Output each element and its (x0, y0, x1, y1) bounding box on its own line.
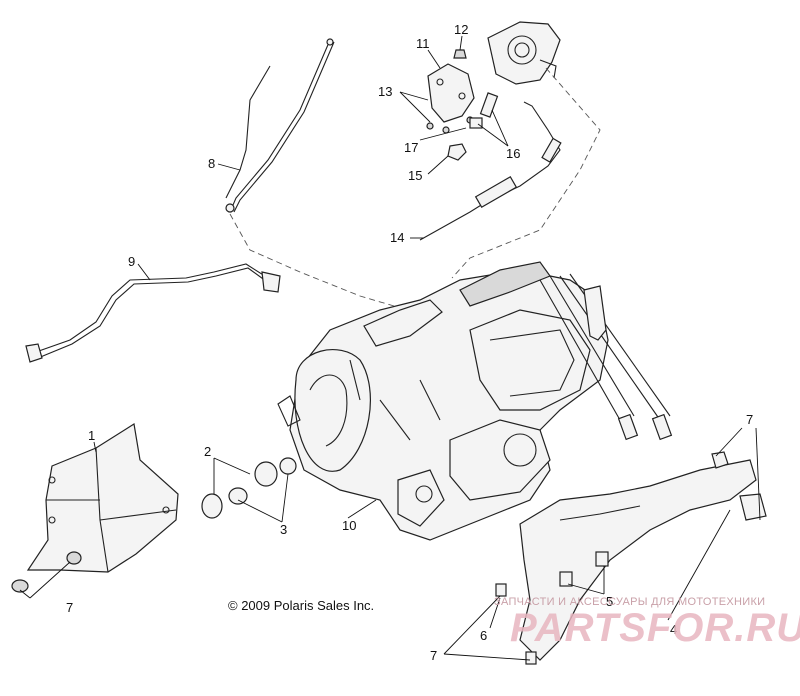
watermark-tagline: ЗАПЧАСТИ И АКСЕССУАРЫ ДЛЯ МОТОТЕХНИКИ (494, 596, 766, 608)
callout-3: 3 (280, 522, 287, 537)
callout-4: 4 (670, 622, 677, 637)
callout-11: 11 (416, 36, 430, 51)
callout-17: 17 (404, 140, 418, 155)
callout-7-bottom: 7 (430, 648, 437, 663)
callout-16: 16 (506, 146, 520, 161)
clip-12 (453, 49, 467, 59)
rubber-mounts-7-left (11, 551, 82, 593)
routing-line-top (451, 67, 601, 279)
callout-5: 5 (606, 594, 613, 609)
callout-7-left: 7 (66, 600, 73, 615)
bolts-5 (559, 551, 609, 587)
copyright-notice: © 2009 Polaris Sales Inc. (228, 598, 375, 613)
throttle-body (487, 21, 561, 85)
hose-9 (25, 263, 281, 363)
callout-8: 8 (208, 156, 215, 171)
callout-14: 14 (390, 230, 404, 245)
bolt-6 (495, 583, 507, 597)
callout-9: 9 (128, 254, 135, 269)
callout-7-right: 7 (746, 412, 753, 427)
callout-10: 10 (342, 518, 356, 533)
mount-bracket-1 (26, 423, 179, 573)
mount-bracket-11 (426, 63, 475, 134)
fitting-16 (469, 92, 499, 129)
bushings-2-3 (201, 457, 297, 519)
dipstick-8 (225, 38, 335, 213)
sensor-15 (447, 143, 467, 161)
engine-10 (277, 261, 673, 541)
callout-2: 2 (204, 444, 211, 459)
callout-13: 13 (378, 84, 392, 99)
routing-line-left (229, 213, 395, 307)
callout-15: 15 (408, 168, 422, 183)
callout-6: 6 (480, 628, 487, 643)
watermark-logo[interactable]: PARTSFOR.RU (510, 606, 800, 650)
callout-1: 1 (88, 428, 95, 443)
bolt-6b (525, 651, 537, 665)
throttle-cable-14 (419, 101, 562, 241)
callout-12: 12 (454, 22, 468, 37)
leader-lines (19, 35, 761, 661)
